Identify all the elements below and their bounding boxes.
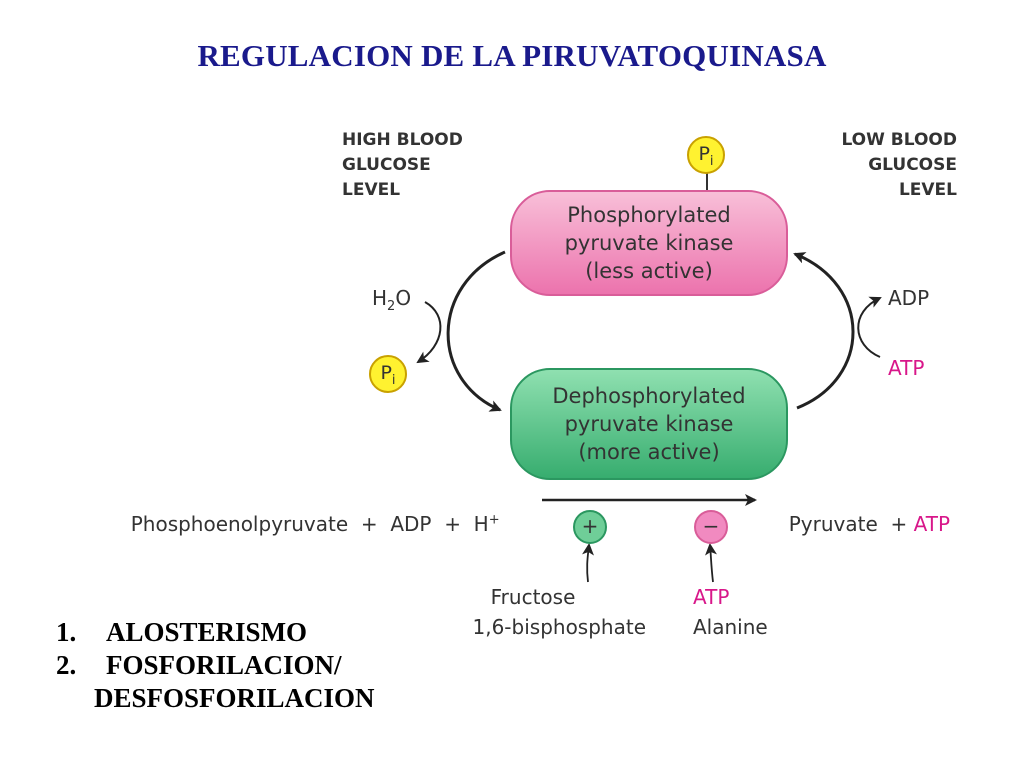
phosphate-icon: Pi [687,136,725,174]
released-phosphate-icon: Pi [369,355,407,393]
inhibitor-label: ATP Alanine [693,585,768,639]
atp-label: ATP [888,356,925,380]
regulation-list: 1.ALOSTERISMO 2.FOSFORILACION/ DESFOSFOR… [56,616,375,715]
inhibitor-arrow [705,543,717,583]
page-title: REGULACION DE LA PIRUVATOQUINASA [197,38,827,73]
low-glucose-label: LOW BLOOD GLUCOSE LEVEL [841,130,957,200]
activator-sign: + [573,510,607,544]
inhibitor-sign: − [694,510,728,544]
phosphorylated-pyruvate-kinase: Phosphorylated pyruvate kinase (less act… [510,190,788,296]
activator-arrow [582,543,594,583]
reaction-products: Pyruvate + ATP [788,512,950,536]
activator-label: Fructose 1,6-bisphosphate [472,585,647,639]
water-label: H2O [372,286,412,314]
dephosphorylation-arc [446,250,506,412]
phosphorylation-arc [793,252,855,410]
product-atp: ATP [913,512,950,536]
adp-label: ADP [888,286,930,310]
dephosphorylated-pyruvate-kinase: Dephosphorylated pyruvate kinase (more a… [510,368,788,480]
list-item: DESFOSFORILACION [94,683,375,713]
reaction-substrates: Phosphoenolpyruvate + ADP + H+ [130,512,500,536]
high-glucose-label: HIGH BLOOD GLUCOSE LEVEL [342,130,463,200]
list-item: 2.FOSFORILACION/ [56,650,342,680]
atp-to-adp-arrow [857,296,882,358]
list-item: 1.ALOSTERISMO [56,617,308,647]
water-to-phosphate-arrow [416,301,442,364]
